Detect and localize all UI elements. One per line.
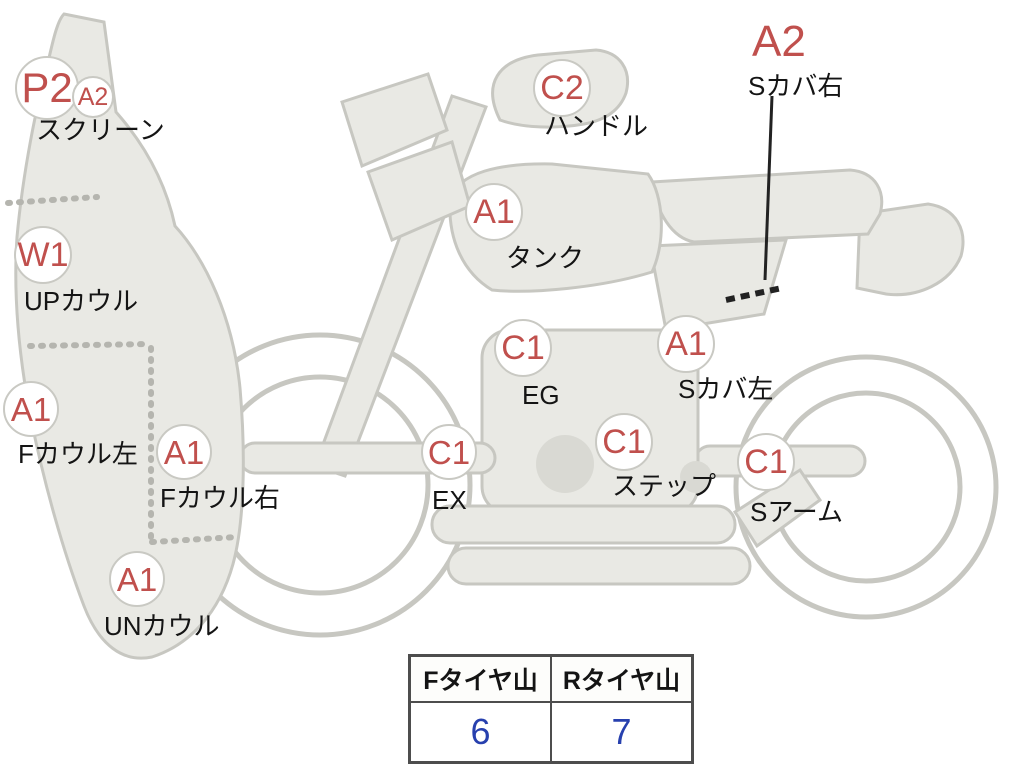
mirror-upper-shape [340, 72, 449, 169]
side-cover-right-pointer-dashes [725, 285, 783, 303]
part-label-engine: EG [522, 380, 560, 410]
condition-code-swing-arm: C1 [737, 433, 795, 491]
condition-code-under-cowl: A1 [109, 551, 165, 607]
cowl-divider-dots-top [5, 194, 100, 206]
condition-code-tank: A1 [465, 183, 523, 241]
part-label-front-cowl-right: Fカウル右 [160, 483, 280, 513]
part-label-handlebar: ハンドル [544, 111, 649, 141]
condition-code-screen-a2: A2 [72, 76, 114, 118]
exhaust-pipe-lower-shape [446, 546, 752, 586]
condition-code-side-cover-left: A1 [657, 315, 715, 373]
part-label-side-cover-left: Sカバ左 [678, 374, 774, 404]
condition-code-upper-cowl: W1 [14, 226, 72, 284]
condition-code-engine: C1 [494, 319, 552, 377]
engine-cylinder-shape [536, 435, 594, 493]
tail-cowl-shape [855, 202, 965, 297]
condition-code-side-cover-right: A2 [752, 17, 806, 66]
cowl-divider-dots-mid [27, 341, 153, 349]
condition-code-handlebar: C2 [533, 59, 591, 117]
cowl-divider-dots-bottom [149, 534, 240, 545]
part-label-screen: スクリーン [36, 115, 165, 145]
condition-code-screen-p2: P2 [15, 56, 79, 120]
condition-code-exhaust: C1 [421, 424, 477, 480]
condition-code-step: C1 [595, 413, 653, 471]
exhaust-pipe-upper-shape [430, 504, 737, 545]
part-label-step: ステップ [612, 471, 717, 501]
rear-tire-value: 7 [551, 702, 692, 762]
condition-code-front-cowl-left: A1 [3, 381, 59, 437]
step-peg-shape [680, 461, 712, 493]
rear-wheel [733, 354, 999, 620]
part-label-front-cowl-left: Fカウル左 [18, 439, 138, 469]
part-label-tank: タンク [506, 243, 585, 273]
front-wheel [167, 332, 473, 638]
part-label-swing-arm: Sアーム [750, 497, 844, 527]
front-cowl-shape [14, 12, 245, 660]
condition-code-front-cowl-right: A1 [156, 424, 212, 480]
front-tire-header: Fタイヤ山 [410, 656, 551, 702]
side-cover-shape [648, 238, 789, 332]
rear-tire-header: Rタイヤ山 [551, 656, 692, 702]
part-label-exhaust: EX [432, 485, 467, 515]
front-tire-value: 6 [410, 702, 551, 762]
side-cover-right-pointer-line [763, 95, 774, 281]
part-label-side-cover-right: Sカバ右 [748, 71, 844, 101]
tire-tread-table: Fタイヤ山 Rタイヤ山 6 7 [408, 654, 694, 764]
part-label-under-cowl: UNカウル [104, 611, 220, 641]
part-label-upper-cowl: UPカウル [24, 286, 139, 316]
